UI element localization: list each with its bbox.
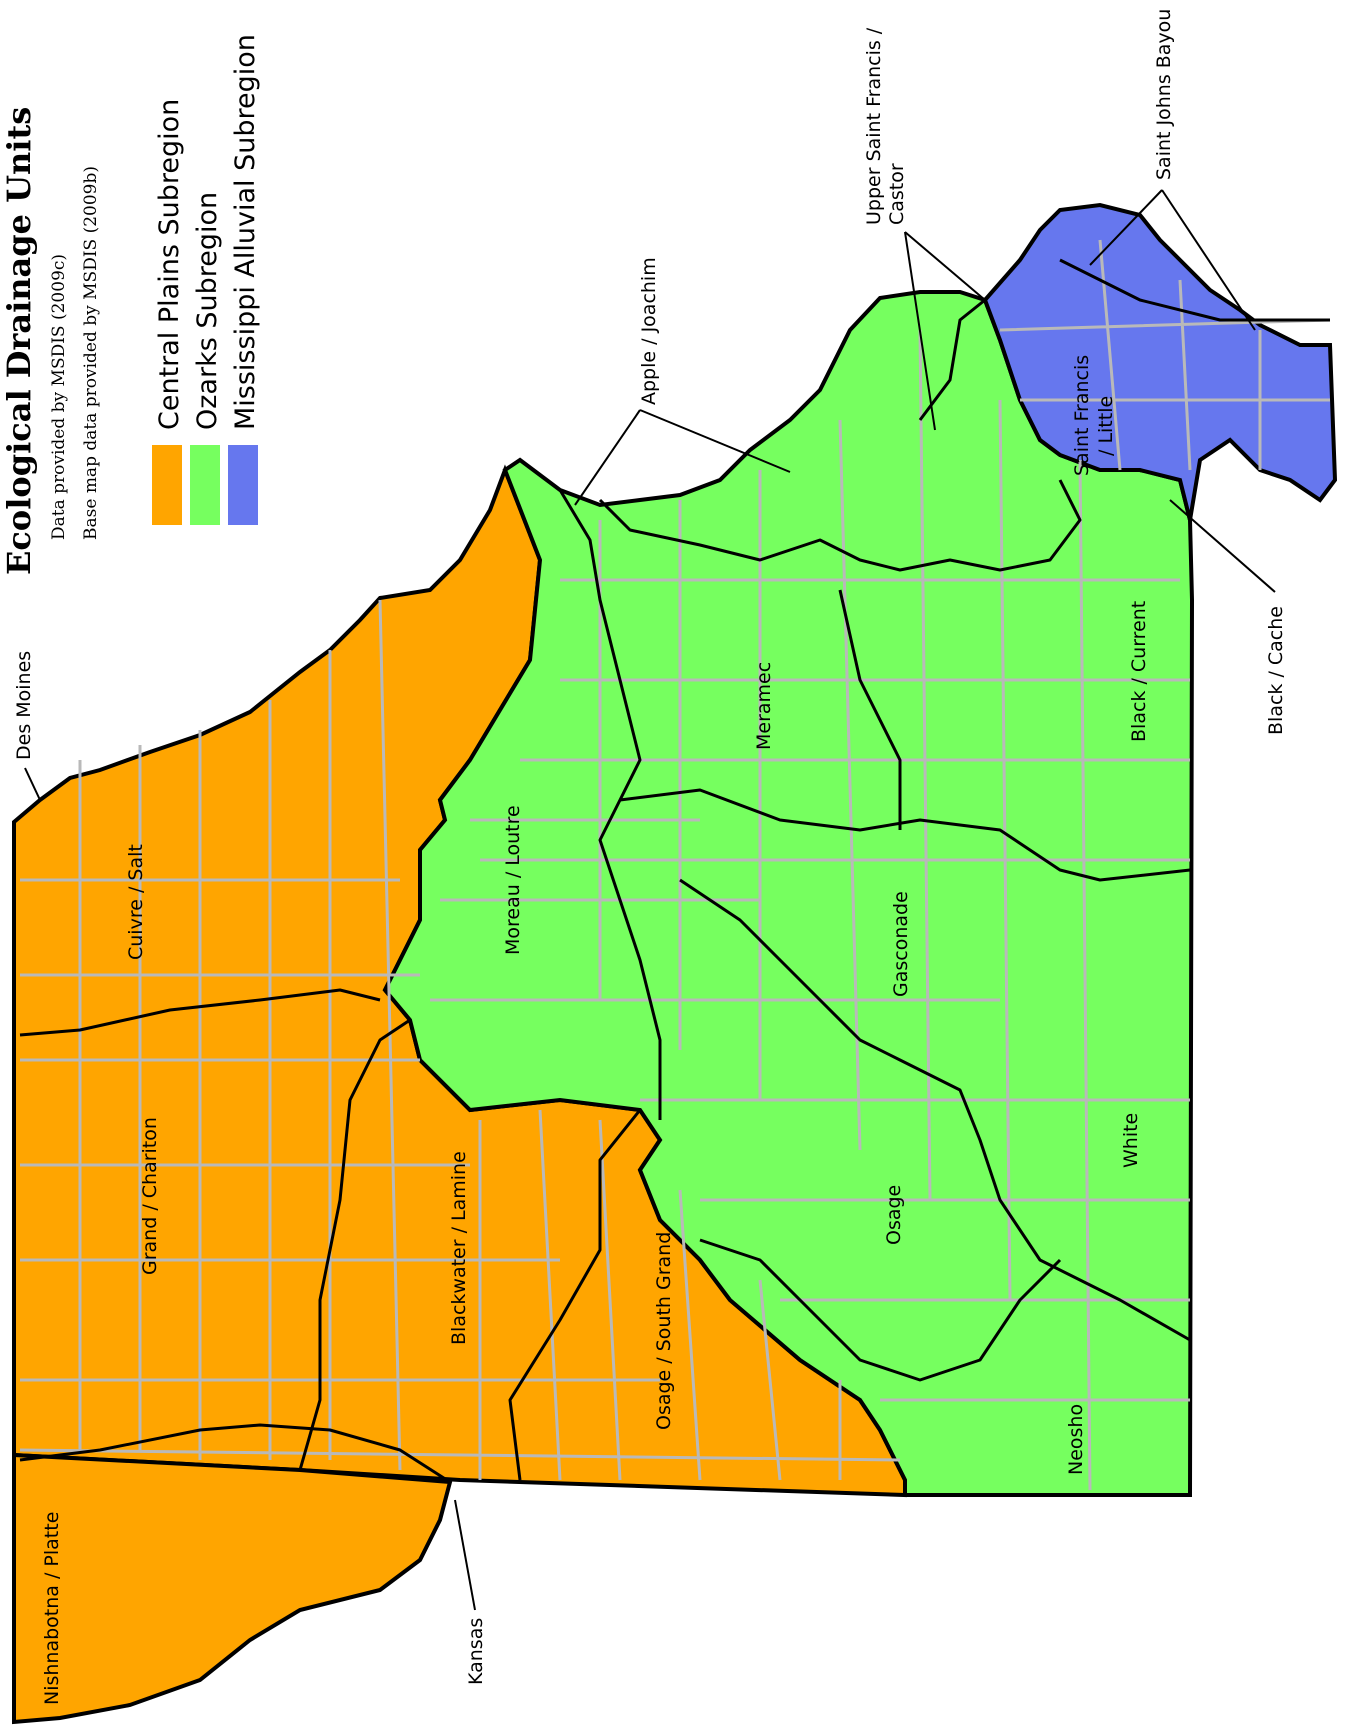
- legend: Central Plains Subregion Ozarks Subregio…: [152, 34, 261, 525]
- ozarks-region: [382, 290, 1195, 1497]
- legend-swatch-central-plains: [152, 445, 182, 525]
- edu-boundaries: [19, 258, 1330, 1484]
- legend-label-alluvial: Mississippi Alluvial Subregion: [230, 34, 261, 430]
- label-meramec: Meramec: [753, 662, 775, 750]
- label-des-moines: Des Moines: [13, 651, 35, 760]
- label-apple-joachim: Apple / Joachim: [638, 257, 660, 405]
- label-upper-st-francis-2: Castor: [886, 163, 908, 225]
- label-black-cache: Black / Cache: [1265, 606, 1287, 735]
- label-nishnabotna-platte: Nishnabotna / Platte: [41, 1512, 63, 1705]
- unit-labels: Des Moines Cuivre / Salt Grand / Charito…: [13, 9, 1287, 1705]
- legend-label-central-plains: Central Plains Subregion: [154, 99, 185, 430]
- legend-swatch-alluvial: [228, 445, 258, 525]
- label-blackwater-lamine: Blackwater / Lamine: [448, 1151, 470, 1345]
- label-white: White: [1120, 1113, 1142, 1168]
- map-title: Ecological Drainage Units: [0, 107, 38, 575]
- county-boundaries: [19, 239, 1331, 1491]
- label-neosho: Neosho: [1065, 1404, 1087, 1475]
- label-saint-johns-bayou: Saint Johns Bayou: [1153, 9, 1175, 180]
- legend-swatch-ozarks: [190, 445, 220, 525]
- label-black-current: Black / Current: [1128, 601, 1150, 742]
- label-grand-chariton: Grand / Chariton: [139, 1117, 161, 1275]
- label-upper-st-francis-1: Upper Saint Francis /: [863, 27, 885, 225]
- northwest-plains-region: [12, 1452, 453, 1725]
- label-st-francis-little-1: Saint Francis: [1071, 355, 1093, 476]
- label-st-francis-little-2: / Little: [1095, 396, 1117, 456]
- credit-data: Data provided by MSDIS (2009c): [49, 254, 69, 540]
- title-block: Ecological Drainage Units Data provided …: [0, 107, 101, 575]
- label-osage: Osage: [883, 1185, 905, 1245]
- credit-base: Base map data provided by MSDIS (2009b): [81, 166, 101, 540]
- legend-label-ozarks: Ozarks Subregion: [192, 192, 223, 430]
- label-osage-south-grand: Osage / South Grand: [653, 1232, 675, 1430]
- leader-lines: [24, 189, 1276, 1611]
- label-moreau-loutre: Moreau / Loutre: [502, 805, 524, 955]
- label-cuivre-salt: Cuivre / Salt: [125, 844, 147, 960]
- label-kansas: Kansas: [465, 1618, 487, 1685]
- label-gasconade: Gasconade: [890, 891, 912, 997]
